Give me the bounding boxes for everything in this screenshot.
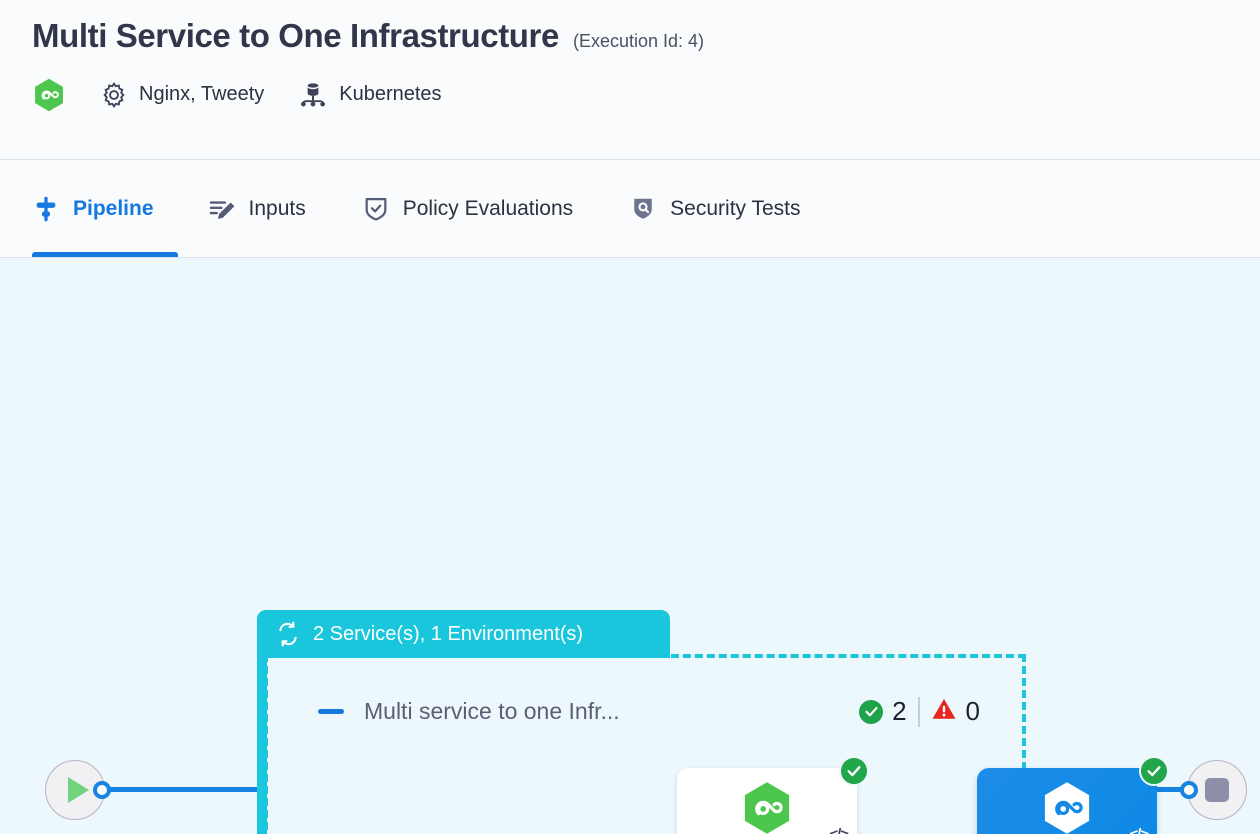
brand-logo-item	[32, 78, 66, 112]
title-row: Multi Service to One Infrastructure (Exe…	[32, 16, 1260, 56]
stage-collapse-row[interactable]: Multi service to one Infr... 2	[318, 696, 980, 727]
warning-counter: 0	[931, 696, 980, 727]
stage-name: Multi service to one Infr...	[364, 698, 620, 724]
node-tweety-status-badge	[1139, 756, 1169, 786]
node-nginx[interactable]: </> (Nginx): Multi service to one...	[667, 756, 869, 834]
tab-security-tests-label: Security Tests	[670, 196, 801, 220]
pipeline-canvas[interactable]: 2 Service(s), 1 Environment(s) Multi ser…	[0, 258, 1260, 834]
group-header-label: 2 Service(s), 1 Environment(s)	[313, 622, 584, 645]
services-meta: Nginx, Tweety	[100, 81, 264, 109]
services-meta-label: Nginx, Tweety	[139, 83, 265, 106]
warning-count: 0	[965, 696, 980, 726]
code-icon[interactable]: </>	[829, 826, 849, 834]
group-left-rail	[257, 656, 267, 834]
pipeline-icon	[32, 195, 60, 223]
tab-security-tests[interactable]: Security Tests	[629, 160, 826, 257]
tab-policy-evaluations-label: Policy Evaluations	[402, 196, 574, 220]
infrastructure-meta-label: Kubernetes	[339, 83, 442, 106]
warning-triangle-icon	[931, 696, 957, 727]
node-nginx-status-badge	[839, 756, 869, 786]
hexagon-infinity-logo-icon	[1040, 781, 1094, 834]
node-nginx-card[interactable]: </>	[677, 756, 869, 834]
tab-inputs[interactable]: Inputs	[208, 160, 332, 257]
loop-refresh-icon	[275, 621, 301, 647]
kubernetes-icon	[298, 80, 328, 110]
pencil-edit-icon	[208, 195, 236, 223]
group-header[interactable]: 2 Service(s), 1 Environment(s)	[257, 610, 670, 658]
success-count: 2	[892, 696, 907, 726]
shield-scan-icon	[629, 195, 657, 223]
edge-start-to-group	[104, 787, 274, 792]
meta-row: Nginx, Tweety Kubernetes	[32, 78, 1260, 112]
check-circle-icon	[859, 699, 884, 724]
code-icon[interactable]: </>	[1129, 826, 1149, 834]
infrastructure-meta: Kubernetes	[298, 80, 442, 110]
start-node[interactable]	[45, 760, 105, 820]
node-tweety[interactable]: </> (Tweety, {"__uuid":...	[967, 756, 1169, 834]
execution-id: (Execution Id: 4)	[572, 31, 705, 51]
play-icon	[67, 777, 89, 803]
minus-icon[interactable]	[318, 709, 344, 714]
gear-icon	[100, 81, 128, 109]
shield-check-icon	[362, 195, 390, 223]
node-tweety-card[interactable]: </>	[977, 756, 1169, 834]
counter-divider	[917, 696, 920, 727]
end-node-port[interactable]	[1180, 781, 1198, 799]
success-counter: 2	[859, 696, 907, 727]
hexagon-infinity-logo-icon	[740, 781, 794, 834]
group-box[interactable]: Multi service to one Infr... 2	[264, 654, 1169, 834]
stage-counters: 2 0	[859, 696, 980, 727]
page-title: Multi Service to One Infrastructure	[32, 17, 559, 54]
start-node-port[interactable]	[93, 781, 111, 799]
stop-icon	[1205, 778, 1229, 802]
tab-policy-evaluations[interactable]: Policy Evaluations	[362, 160, 599, 257]
page-header: Multi Service to One Infrastructure (Exe…	[0, 0, 1260, 160]
tab-inputs-label: Inputs	[248, 196, 306, 220]
hexagon-infinity-logo-icon	[32, 78, 66, 112]
tab-pipeline[interactable]: Pipeline	[32, 160, 178, 257]
tab-pipeline-label: Pipeline	[73, 196, 154, 220]
tab-bar: Pipeline Inputs Policy Evaluations	[0, 160, 1260, 258]
